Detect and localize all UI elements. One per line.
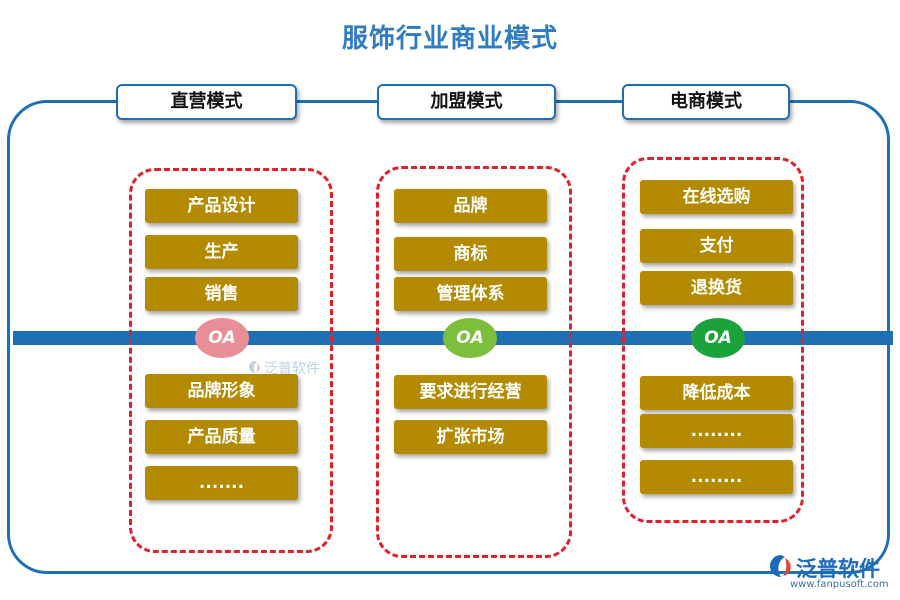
item-direct-4: 品牌形象 xyxy=(145,374,298,408)
item-direct-5: 产品质量 xyxy=(145,420,298,454)
item-ecommerce-4: 降低成本 xyxy=(640,376,793,410)
group-ecommerce xyxy=(622,157,804,523)
item-franchise-3: 管理体系 xyxy=(394,277,547,311)
diagram-title: 服饰行业商业模式 xyxy=(341,24,558,54)
header-ecommerce: 电商模式 xyxy=(622,84,790,120)
item-franchise-2: 商标 xyxy=(394,237,547,271)
header-franchise: 加盟模式 xyxy=(377,84,556,120)
brand-logo-url: www.fanpusoft.com xyxy=(790,579,889,590)
item-direct-1: 产品设计 xyxy=(145,189,298,223)
item-franchise-4: 要求进行经营 xyxy=(394,375,547,409)
item-direct-6: ....... xyxy=(145,466,298,500)
item-ecommerce-1: 在线选购 xyxy=(640,180,793,214)
oa-circle-ecommerce: OA xyxy=(691,318,745,358)
item-franchise-1: 品牌 xyxy=(394,189,547,223)
item-ecommerce-6: ........ xyxy=(640,460,793,494)
item-franchise-5: 扩张市场 xyxy=(394,420,547,454)
oa-circle-franchise: OA xyxy=(443,318,497,358)
oa-circle-direct: OA xyxy=(195,318,249,358)
brand-logo-icon xyxy=(770,555,791,577)
item-ecommerce-5: ........ xyxy=(640,414,793,448)
group-direct xyxy=(129,168,333,553)
brand-logo-name: 泛普软件 xyxy=(796,557,880,581)
watermark-logo-icon xyxy=(249,361,260,373)
item-ecommerce-3: 退换货 xyxy=(640,271,793,305)
item-ecommerce-2: 支付 xyxy=(640,229,793,263)
item-direct-2: 生产 xyxy=(145,235,298,269)
group-franchise xyxy=(376,166,572,558)
watermark-text: 泛普软件 xyxy=(264,361,320,377)
header-direct: 直营模式 xyxy=(116,84,297,120)
item-direct-3: 销售 xyxy=(145,277,298,311)
